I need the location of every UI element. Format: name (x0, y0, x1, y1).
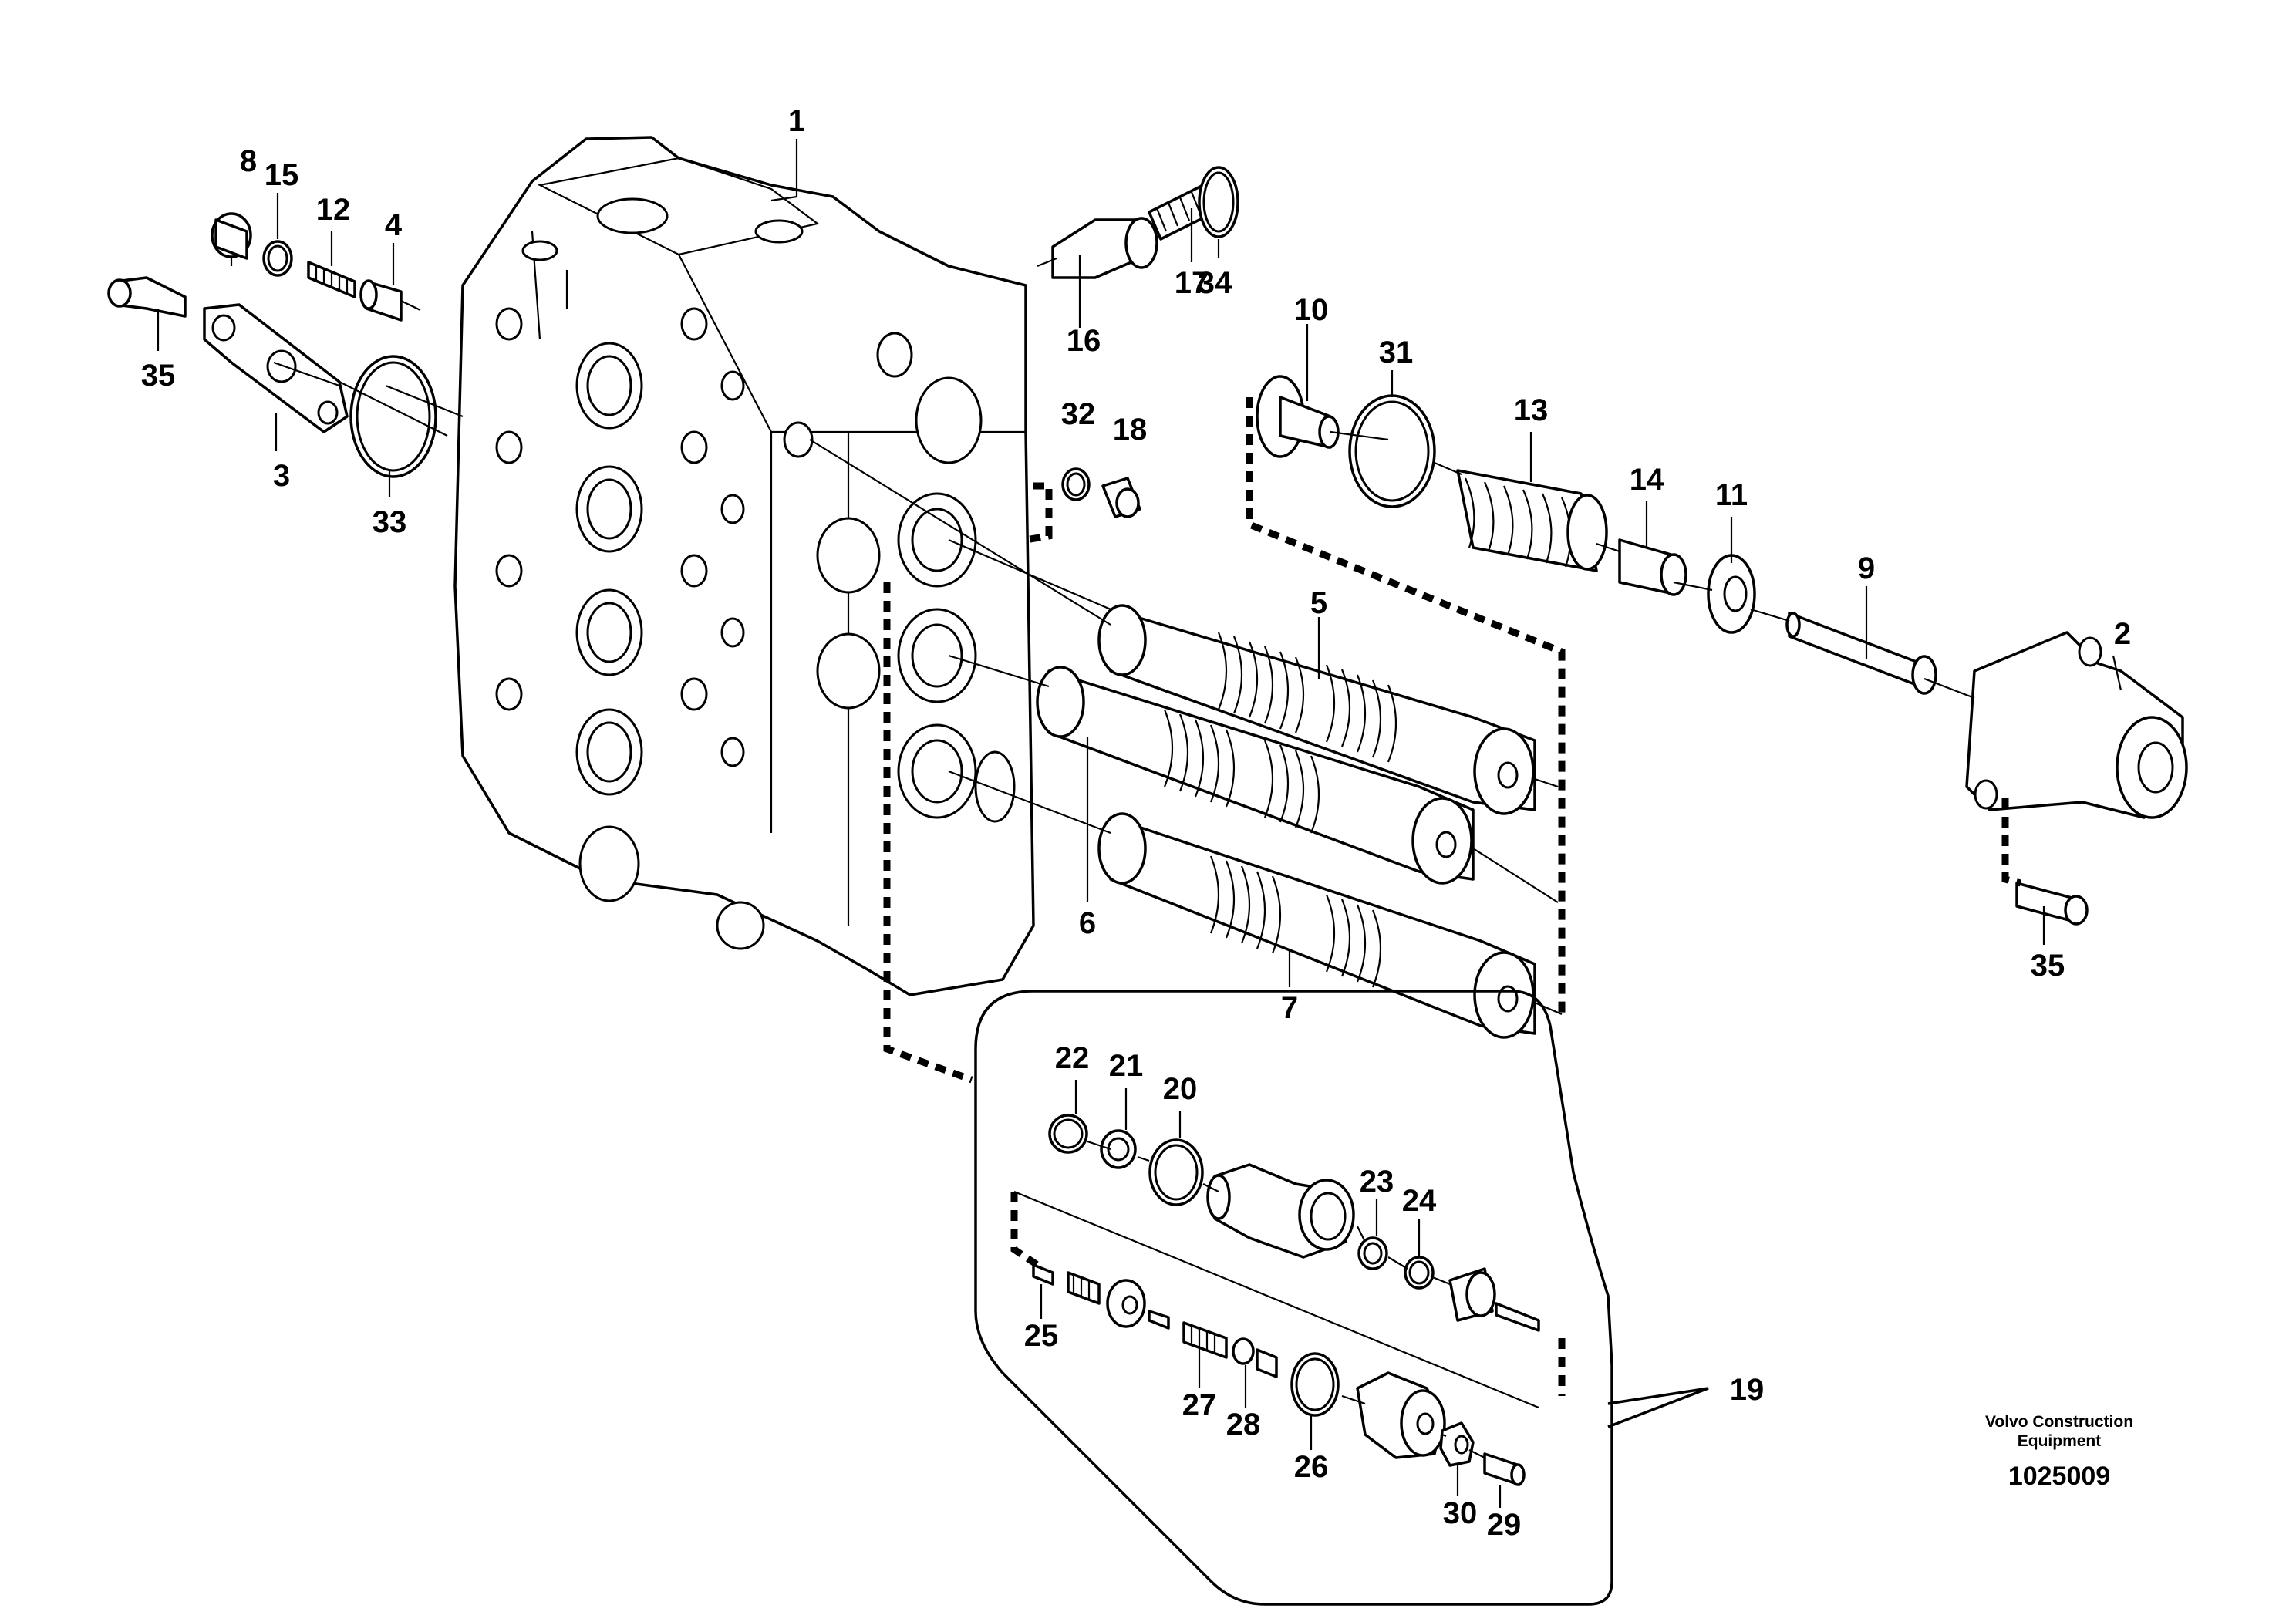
callout-28: 28 (1226, 1408, 1261, 1442)
callout-27: 27 (1182, 1388, 1217, 1422)
credit-line-1: Volvo Construction (1985, 1413, 2133, 1431)
o-ring-32 (1061, 467, 1091, 501)
o-ring-31 (1348, 394, 1436, 508)
poppet-detail-2 (1106, 1279, 1170, 1330)
detail-pointer (1607, 1387, 1709, 1428)
callout-11: 11 (1715, 478, 1748, 512)
o-ring-33 (349, 355, 437, 478)
spring-12 (307, 261, 356, 298)
callout-20: 20 (1163, 1072, 1198, 1106)
callout-24: 24 (1402, 1184, 1437, 1218)
spool-6 (1036, 666, 1475, 885)
control-valve-body (453, 136, 1035, 996)
callout-26: 26 (1294, 1450, 1329, 1484)
callout-22: 22 (1055, 1041, 1090, 1075)
callout-25: 25 (1024, 1319, 1059, 1353)
callout-5: 5 (1310, 586, 1327, 620)
callout-6: 6 (1079, 906, 1096, 940)
callout-9: 9 (1858, 551, 1875, 585)
detail-outline (974, 990, 1613, 1606)
callout-13: 13 (1514, 393, 1549, 427)
callout-32: 32 (1061, 397, 1096, 431)
spool-5 (1097, 604, 1536, 815)
o-ring-26 (1290, 1352, 1340, 1417)
spool-7 (1097, 812, 1536, 1039)
leader-lines (157, 139, 2122, 1508)
callout-8: 8 (240, 144, 257, 178)
callout-7: 7 (1281, 991, 1298, 1025)
callout-23: 23 (1360, 1165, 1394, 1199)
callout-15: 15 (265, 158, 299, 192)
callout-30: 30 (1443, 1496, 1478, 1530)
callout-34: 34 (1198, 266, 1232, 300)
bolt-9 (1785, 612, 1937, 695)
adjusting-plug (1356, 1371, 1446, 1459)
screw-29 (1483, 1452, 1526, 1486)
o-ring-23 (1357, 1236, 1388, 1270)
cover-3 (203, 303, 349, 433)
callout-18: 18 (1113, 413, 1148, 447)
o-ring-24 (1404, 1256, 1435, 1290)
callout-4: 4 (385, 208, 403, 242)
relief-valve-body (1206, 1163, 1355, 1259)
backup-ring-21 (1100, 1129, 1137, 1169)
callout-3: 3 (273, 459, 290, 493)
credit-line-2: Equipment (2018, 1432, 2102, 1450)
callout-35-right: 35 (2031, 949, 2065, 983)
callout-29: 29 (1487, 1508, 1522, 1542)
callout-17: 17 (1175, 266, 1209, 300)
callout-19: 19 (1730, 1373, 1765, 1407)
callout-16: 16 (1067, 324, 1101, 358)
callout-21: 21 (1109, 1049, 1144, 1083)
bolt-35-right (2015, 882, 2089, 926)
plug-8 (211, 212, 252, 260)
o-ring-34 (1198, 166, 1239, 238)
callout-10: 10 (1294, 293, 1329, 327)
figure-credit: Volvo Construction Equipment 1025009 (1985, 1413, 2133, 1491)
assembly-dashed-lines (883, 397, 2022, 1396)
sleeve-14 (1618, 538, 1687, 596)
poppet-4 (359, 279, 421, 322)
nut-30 (1439, 1421, 1475, 1467)
o-ring-28 (1232, 1337, 1278, 1378)
spring-25 (1032, 1263, 1101, 1305)
o-ring-22 (1048, 1114, 1088, 1154)
spring-27 (1182, 1321, 1228, 1359)
callout-2: 2 (2114, 617, 2131, 651)
valve-16 (1037, 217, 1158, 279)
callout-35-left: 35 (141, 359, 176, 393)
cap-10 (1256, 375, 1340, 458)
callout-31: 31 (1379, 336, 1414, 369)
callout-12: 12 (316, 193, 351, 227)
o-ring-15 (262, 240, 293, 277)
callout-14: 14 (1630, 463, 1664, 497)
cover-2 (1965, 631, 2188, 819)
callout-33: 33 (373, 505, 407, 539)
callout-labels: 1 2 3 4 5 6 7 8 9 10 11 12 13 14 15 16 1… (141, 104, 2131, 1542)
o-ring-20 (1148, 1138, 1204, 1206)
poppet-detail (1448, 1267, 1540, 1332)
spring-13 (1456, 469, 1608, 572)
plug-18 (1101, 477, 1141, 518)
seat-11 (1707, 554, 1756, 634)
figure-number: 1025009 (2008, 1462, 2110, 1491)
bolt-35-left (107, 276, 187, 318)
callout-1: 1 (788, 104, 805, 138)
